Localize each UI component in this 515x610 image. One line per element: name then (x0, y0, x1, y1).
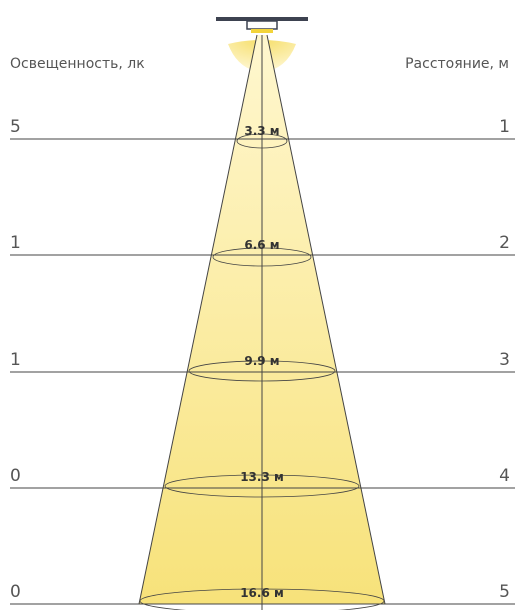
distance-level: 1 3 9.9 м (10, 350, 515, 382)
beam-diameter-label: 3.3 м (244, 124, 279, 138)
beam-section-ellipse (212, 247, 312, 267)
beam-section-ellipse (236, 133, 288, 149)
mounting-rail (216, 17, 308, 21)
beam-diameter-label: 13.3 м (240, 470, 284, 484)
illuminance-value: 1 (10, 350, 21, 370)
illuminance-axis-title: Освещенность, лк (10, 56, 145, 72)
lamp-body (246, 20, 278, 30)
illuminance-value: 0 (10, 582, 21, 602)
distance-level: 5 1 3.3 м (10, 117, 515, 149)
distance-level: 1 2 6.6 м (10, 233, 515, 267)
beam-diameter-label: 16.6 м (240, 586, 284, 600)
distance-level: 0 4 13.3 м (10, 466, 515, 498)
beam-section-ellipse (139, 588, 385, 610)
illuminance-value: 5 (10, 117, 21, 137)
beam-section-ellipse (164, 474, 360, 498)
beam-diameter-label: 6.6 м (244, 238, 279, 252)
beam-right-edge (266, 34, 386, 605)
distance-value: 1 (499, 117, 510, 137)
distance-value: 3 (499, 350, 510, 370)
distance-value: 4 (499, 466, 510, 486)
beam-diameter-label: 9.9 м (244, 354, 279, 368)
illuminance-value: 0 (10, 466, 21, 486)
distance-level: 0 5 16.6 м (10, 582, 515, 610)
distance-value: 5 (499, 582, 510, 602)
beam-left-edge (138, 34, 258, 605)
distance-value: 2 (499, 233, 510, 253)
lamp-lens (251, 29, 273, 33)
illuminance-value: 1 (10, 233, 21, 253)
beam-section-ellipse (188, 360, 336, 382)
distance-axis-title: Расстояние, м (405, 56, 509, 72)
